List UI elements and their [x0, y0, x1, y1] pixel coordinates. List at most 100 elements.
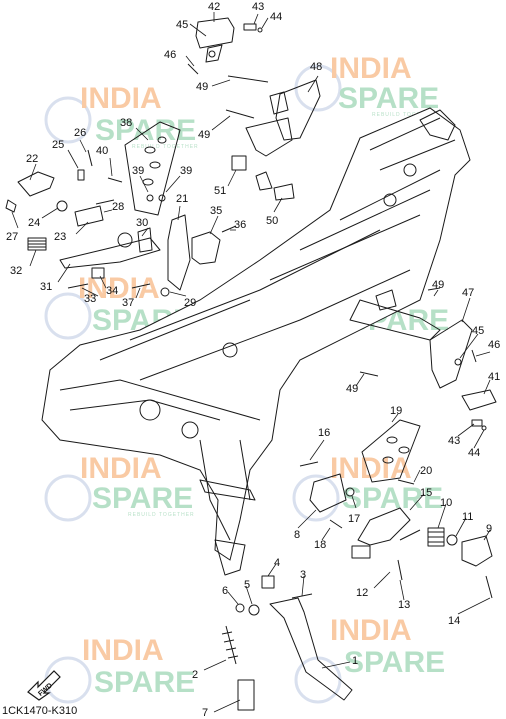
callout-32: 32 — [10, 265, 22, 277]
callout-43: 43 — [448, 435, 460, 447]
callout-17: 17 — [348, 513, 360, 525]
bracket-35 — [191, 231, 221, 265]
washer-29 — [160, 287, 170, 297]
callout-45: 45 — [472, 325, 484, 337]
sidestand-1 — [269, 597, 353, 701]
watermark-line1: INDIA — [82, 634, 164, 667]
bolt-49a — [227, 75, 269, 83]
footrest-41 — [461, 389, 497, 411]
callout-14: 14 — [448, 615, 460, 627]
spring-2 — [225, 625, 237, 665]
callout-43: 43 — [252, 1, 264, 13]
bolt-49c — [427, 287, 441, 291]
callout-44: 44 — [270, 11, 282, 23]
callout-34: 34 — [106, 285, 118, 297]
watermark-line2: SPARE — [342, 482, 443, 515]
callout-16: 16 — [318, 427, 330, 439]
bracket-47 — [429, 319, 473, 389]
callout-28: 28 — [112, 201, 124, 213]
washer-39b — [158, 194, 166, 202]
washer-5 — [248, 604, 260, 616]
washer-24 — [56, 200, 68, 212]
watermark-bottom-left: INDIA SPARE — [44, 634, 195, 704]
callout-numbers: 42 43 44 45 46 48 49 49 38 26 25 40 22 3… — [6, 1, 500, 719]
callout-24: 24 — [28, 217, 40, 229]
diagram-code: 1CK1470-K310 — [2, 705, 78, 717]
ball-44 — [257, 27, 263, 33]
pin-23 — [74, 205, 104, 227]
bolt-50 — [273, 183, 295, 201]
washer-11 — [446, 534, 458, 546]
bracket-38 — [124, 121, 181, 216]
callout-30: 30 — [136, 217, 148, 229]
lever-31 — [59, 237, 161, 269]
spring-43b — [471, 419, 483, 427]
callout-12: 12 — [356, 587, 368, 599]
right-rear-footrest — [349, 287, 497, 431]
callout-15: 15 — [420, 487, 432, 499]
washer-17 — [345, 487, 355, 497]
bolt-49d — [359, 371, 379, 377]
bolt-40 — [107, 177, 123, 183]
callout-46: 46 — [488, 339, 500, 351]
pin-26 — [87, 149, 93, 167]
callout-39: 39 — [180, 165, 192, 177]
callout-2: 2 — [192, 669, 198, 681]
callout-40: 40 — [96, 145, 108, 157]
callout-36: 36 — [234, 219, 246, 231]
watermark-top-left: INDIA SPARE REBUILD TOGETHER — [44, 82, 199, 150]
callout-49: 49 — [432, 279, 444, 291]
watermark-line1: INDIA — [80, 82, 162, 115]
callout-19: 19 — [390, 405, 402, 417]
main-frame — [41, 107, 471, 576]
bracket-19 — [361, 419, 421, 483]
callout-11: 11 — [462, 511, 473, 523]
bolt-49b — [225, 109, 255, 119]
callout-50: 50 — [266, 215, 278, 227]
footrest-9 — [461, 535, 493, 567]
watermark-line2: SPARE — [94, 666, 195, 699]
callout-10: 10 — [440, 497, 452, 509]
callout-6: 6 — [222, 585, 228, 597]
washer-45 — [208, 50, 216, 58]
watermark-line2: SPARE — [344, 646, 445, 679]
callout-39: 39 — [132, 165, 144, 177]
watermark-tagline: REBUILD TOGETHER — [132, 144, 199, 150]
bolt-37 — [131, 283, 151, 289]
collar-7 — [237, 679, 255, 711]
leader-lines — [11, 12, 491, 713]
callout-51: 51 — [214, 185, 226, 197]
callout-25: 25 — [52, 139, 64, 151]
watermark-line1: INDIA — [80, 452, 162, 485]
right-front-footrest — [299, 419, 493, 599]
callout-49: 49 — [196, 81, 208, 93]
callout-3: 3 — [300, 569, 306, 581]
step-42 — [195, 17, 235, 49]
callout-4: 4 — [274, 557, 280, 569]
callout-49: 49 — [198, 129, 210, 141]
bolt-36 — [221, 225, 237, 233]
pedal-12 — [351, 545, 371, 559]
callout-41: 41 — [488, 371, 500, 383]
callout-7: 7 — [202, 707, 208, 719]
pin-14 — [485, 575, 493, 599]
bracket-48 — [275, 79, 321, 141]
callout-45: 45 — [176, 19, 188, 31]
watermark-line1: INDIA — [330, 614, 412, 647]
watermark-line2: SPARE — [338, 82, 439, 115]
callout-23: 23 — [54, 231, 66, 243]
washer-39a — [146, 194, 154, 202]
pin-46 — [187, 63, 199, 75]
ball-44b — [481, 425, 487, 431]
watermark-lower-left: INDIA SPARE REBUILD TOGETHER — [44, 452, 195, 522]
callout-8: 8 — [294, 529, 300, 541]
watermark-line2: SPARE — [95, 114, 196, 147]
bolt-33 — [67, 283, 89, 289]
watermark-tagline: REBUILD TOGETHER — [128, 512, 195, 518]
clip-27 — [5, 199, 17, 213]
bracket-21 — [167, 214, 191, 291]
callout-26: 26 — [74, 127, 86, 139]
callout-29: 29 — [184, 297, 196, 309]
pin-46b — [471, 349, 477, 363]
